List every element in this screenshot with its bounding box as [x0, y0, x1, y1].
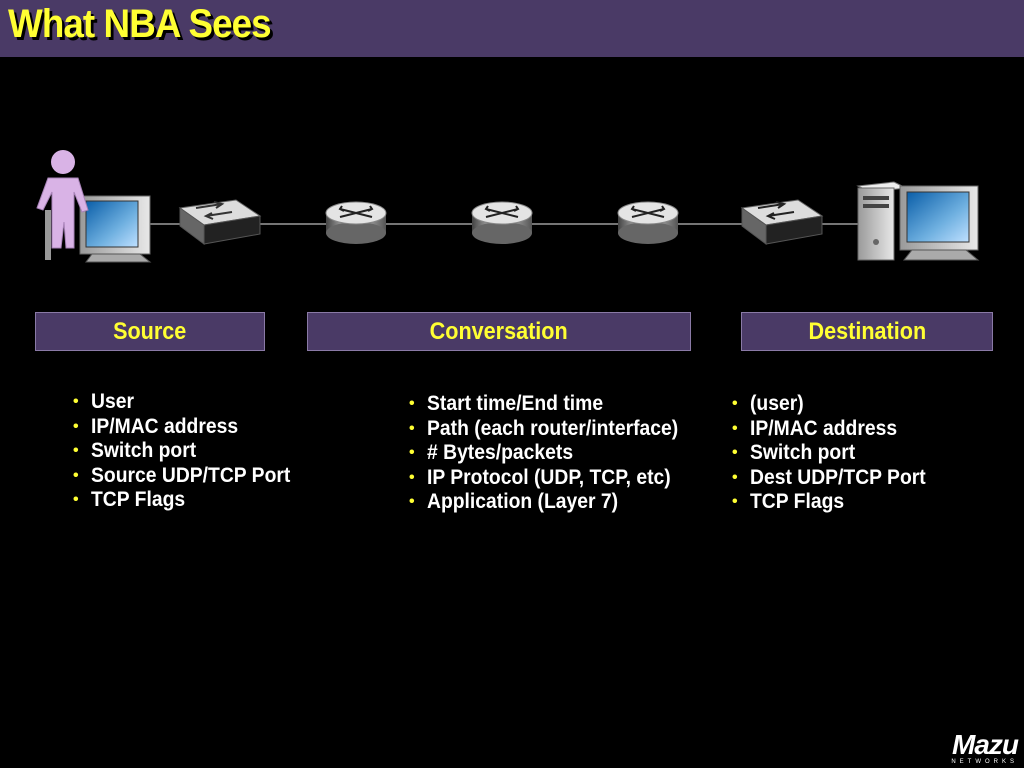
list-item: •IP Protocol (UDP, TCP, etc) — [409, 465, 671, 489]
bullet-icon: • — [73, 442, 79, 459]
title-bar: What NBA Sees — [0, 0, 1024, 57]
list-item: •Switch port — [73, 439, 197, 462]
bullet-icon: • — [409, 468, 415, 486]
network-diagram — [36, 150, 980, 263]
server-workstation-icon — [856, 181, 980, 261]
person-icon — [51, 150, 75, 174]
router-icon — [471, 201, 533, 244]
bullet-icon: • — [732, 419, 738, 437]
switch-icon — [740, 199, 824, 245]
destination-header: Destination — [741, 312, 993, 351]
logo-subtitle: NETWORKS — [951, 759, 1018, 765]
bullet-icon: • — [409, 419, 415, 437]
switch-icon — [178, 199, 262, 245]
bullet-icon: • — [732, 444, 738, 461]
user-workstation-icon — [36, 150, 152, 263]
list-item: •Path (each router/interface) — [409, 416, 679, 440]
bullet-icon: • — [732, 493, 738, 510]
list-item: •IP/MAC address — [732, 416, 898, 440]
list-item: •User — [73, 390, 134, 413]
conversation-header: Conversation — [307, 312, 691, 351]
source-header: Source — [35, 312, 265, 351]
list-item: •# Bytes/packets — [409, 441, 574, 464]
bullet-icon: • — [409, 444, 415, 461]
list-item: •Application (Layer 7) — [409, 490, 619, 513]
list-item: •Switch port — [732, 441, 856, 464]
bullet-icon: • — [409, 493, 415, 510]
list-item: •(user) — [732, 392, 804, 415]
conversation-list: •Start time/End time •Path (each router/… — [407, 392, 700, 515]
slide-title: What NBA Sees — [8, 2, 272, 46]
logo-name: Mazu — [952, 729, 1019, 760]
list-item: •Source UDP/TCP Port — [73, 463, 291, 487]
conversation-label: Conversation — [429, 317, 569, 345]
list-item: •Dest UDP/TCP Port — [732, 465, 926, 489]
bullet-icon: • — [73, 417, 79, 435]
destination-list: •(user) •IP/MAC address •Switch port •De… — [730, 392, 941, 515]
router-icon — [325, 201, 387, 244]
bullet-icon: • — [409, 395, 415, 412]
list-item: •Start time/End time — [409, 392, 604, 415]
router-icon — [617, 201, 679, 244]
destination-label: Destination — [808, 317, 926, 345]
bullet-icon: • — [73, 393, 79, 410]
list-item: •IP/MAC address — [73, 414, 239, 438]
list-item: •TCP Flags — [732, 490, 845, 513]
bullet-icon: • — [732, 395, 738, 412]
mazu-logo: Mazu NETWORKS — [951, 729, 1019, 766]
list-item: •TCP Flags — [73, 488, 186, 511]
bullet-icon: • — [732, 468, 738, 486]
bullet-icon: • — [73, 491, 79, 508]
bullet-icon: • — [73, 466, 79, 484]
source-list: •User •IP/MAC address •Switch port •Sour… — [71, 390, 308, 513]
source-label: Source — [113, 317, 187, 345]
